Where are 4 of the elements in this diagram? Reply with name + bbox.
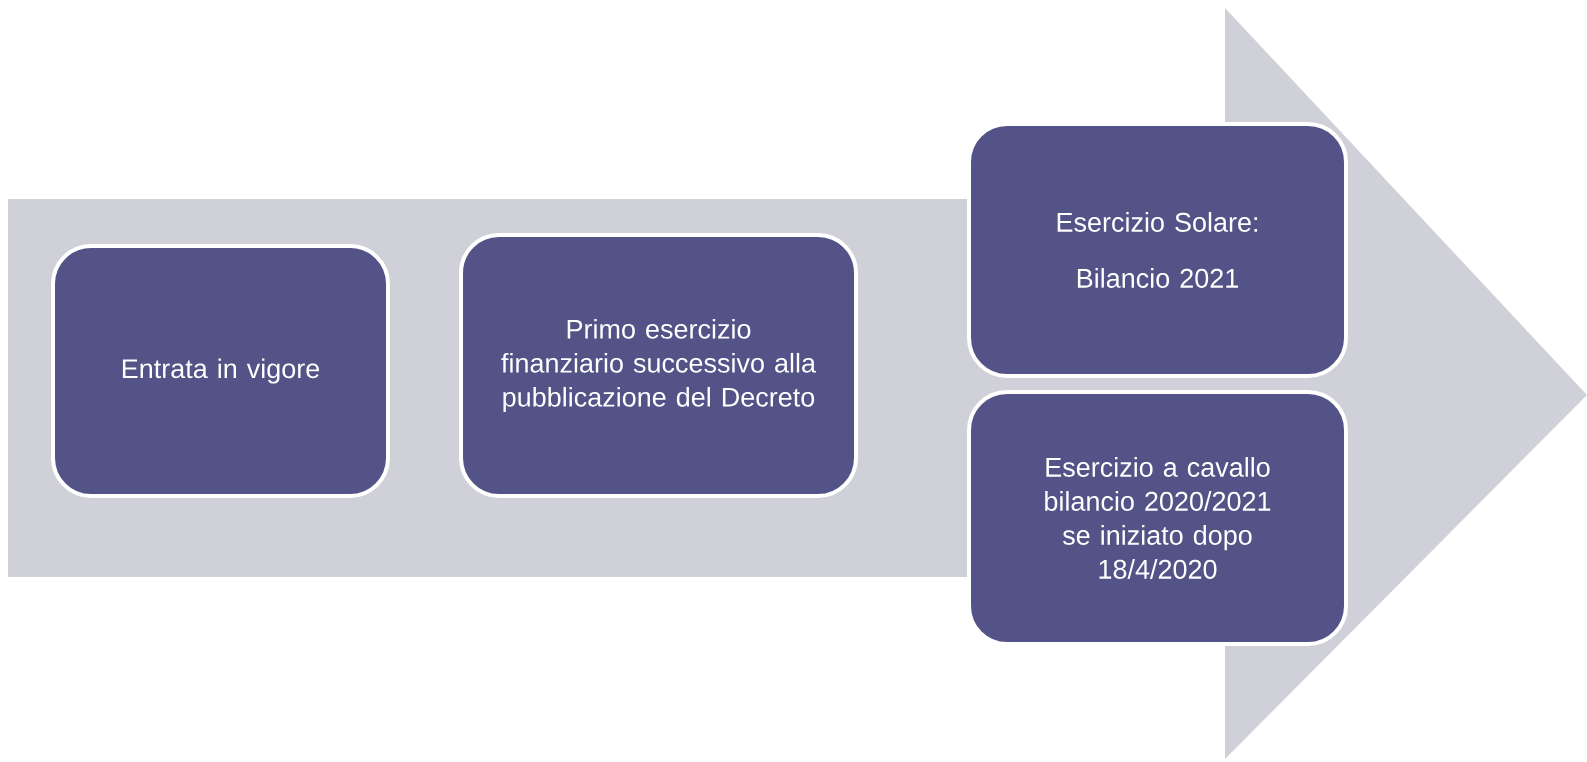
process-box: Esercizio Solare: Bilancio 2021 xyxy=(967,122,1348,378)
process-box: Primo esercizio finanziario successivo alla pubblicazione del Decreto xyxy=(459,233,858,498)
process-box: Esercizio a cavallo bilancio 2020/2021 se iniziato dopo 18/4/2020 xyxy=(967,390,1348,646)
process-box: Entrata in vigore xyxy=(51,244,390,498)
